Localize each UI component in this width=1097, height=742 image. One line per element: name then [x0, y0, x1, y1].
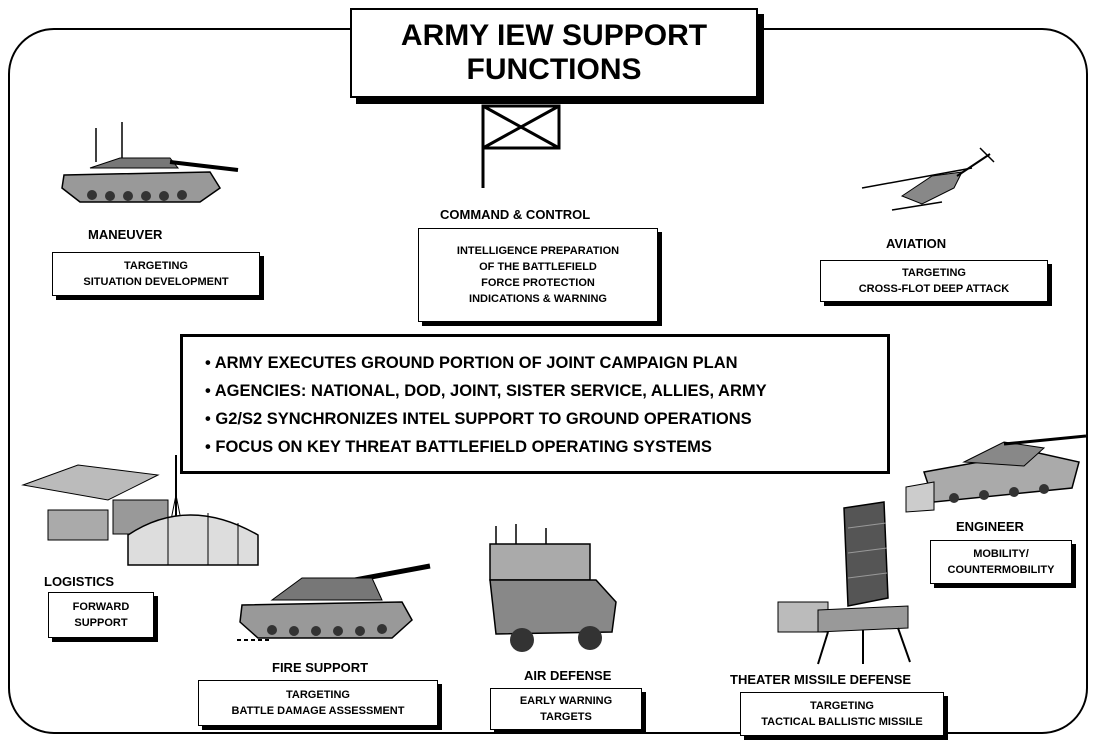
- maneuver-box: TARGETING SITUATION DEVELOPMENT: [52, 252, 260, 296]
- fire-support-box: TARGETING BATTLE DAMAGE ASSESSMENT: [198, 680, 438, 726]
- aviation-box: TARGETING CROSS-FLOT DEEP ATTACK: [820, 260, 1048, 302]
- command-control-line: OF THE BATTLEFIELD: [479, 261, 597, 273]
- engineer-box: MOBILITY/ COUNTERMOBILITY: [930, 540, 1072, 584]
- theater-missile-defense-line: TARGETING: [810, 700, 874, 712]
- command-control-line: FORCE PROTECTION: [481, 277, 595, 289]
- command-control-label: COMMAND & CONTROL: [440, 207, 591, 222]
- maneuver-line: SITUATION DEVELOPMENT: [83, 276, 229, 288]
- command-control-box: INTELLIGENCE PREPARATION OF THE BATTLEFI…: [418, 228, 658, 322]
- theater-missile-defense-box: TARGETING TACTICAL BALLISTIC MISSILE: [740, 692, 944, 736]
- title-line-1: ARMY IEW SUPPORT: [400, 19, 708, 52]
- logistics-line: SUPPORT: [74, 617, 128, 629]
- command-control-line: INDICATIONS & WARNING: [469, 293, 607, 305]
- air-defense-label: AIR DEFENSE: [524, 668, 612, 683]
- aviation-line: CROSS-FLOT DEEP ATTACK: [858, 283, 1010, 295]
- air-defense-box: EARLY WARNING TARGETS: [490, 688, 642, 730]
- logistics-line: FORWARD: [72, 601, 130, 613]
- command-control-line: INTELLIGENCE PREPARATION: [456, 245, 620, 257]
- engineer-label: ENGINEER: [956, 519, 1024, 534]
- aviation-line: TARGETING: [902, 267, 966, 279]
- air-defense-line: TARGETS: [540, 711, 592, 723]
- key-point: • AGENCIES: NATIONAL, DOD, JOINT, SISTER…: [205, 382, 767, 400]
- air-defense-line: EARLY WARNING: [519, 695, 613, 707]
- fire-support-line: TARGETING: [286, 689, 350, 701]
- logistics-camp-icon: [21, 455, 259, 566]
- unit-symbol-icon: [481, 104, 561, 188]
- key-point: • ARMY EXECUTES GROUND PORTION OF JOINT …: [205, 354, 738, 372]
- engineer-line: MOBILITY/: [973, 548, 1029, 560]
- missile-radar-icon: [777, 501, 911, 665]
- theater-missile-defense-line: TACTICAL BALLISTIC MISSILE: [761, 716, 923, 728]
- theater-missile-defense-label: THEATER MISSILE DEFENSE: [730, 672, 912, 687]
- engineer-line: COUNTERMOBILITY: [947, 564, 1055, 576]
- tank-icon: [61, 122, 239, 203]
- maneuver-label: MANEUVER: [88, 227, 163, 242]
- key-point: • FOCUS ON KEY THREAT BATTLEFIELD OPERAT…: [205, 438, 712, 456]
- diagram-title: ARMY IEW SUPPORT FUNCTIONS: [350, 8, 758, 98]
- key-points-box: • ARMY EXECUTES GROUND PORTION OF JOINT …: [180, 334, 890, 474]
- key-point: • G2/S2 SYNCHRONIZES INTEL SUPPORT TO GR…: [205, 410, 752, 428]
- logistics-label: LOGISTICS: [44, 574, 115, 589]
- engineer-vehicle-icon: [905, 434, 1087, 513]
- fire-support-label: FIRE SUPPORT: [272, 660, 369, 675]
- fire-support-line: BATTLE DAMAGE ASSESSMENT: [231, 705, 405, 717]
- howitzer-icon: [237, 563, 431, 641]
- maneuver-line: TARGETING: [124, 260, 188, 272]
- aviation-label: AVIATION: [886, 236, 947, 251]
- logistics-box: FORWARD SUPPORT: [48, 592, 154, 638]
- air-defense-vehicle-icon: [489, 524, 617, 652]
- helicopter-icon: [861, 147, 995, 211]
- title-line-2: FUNCTIONS: [466, 53, 642, 86]
